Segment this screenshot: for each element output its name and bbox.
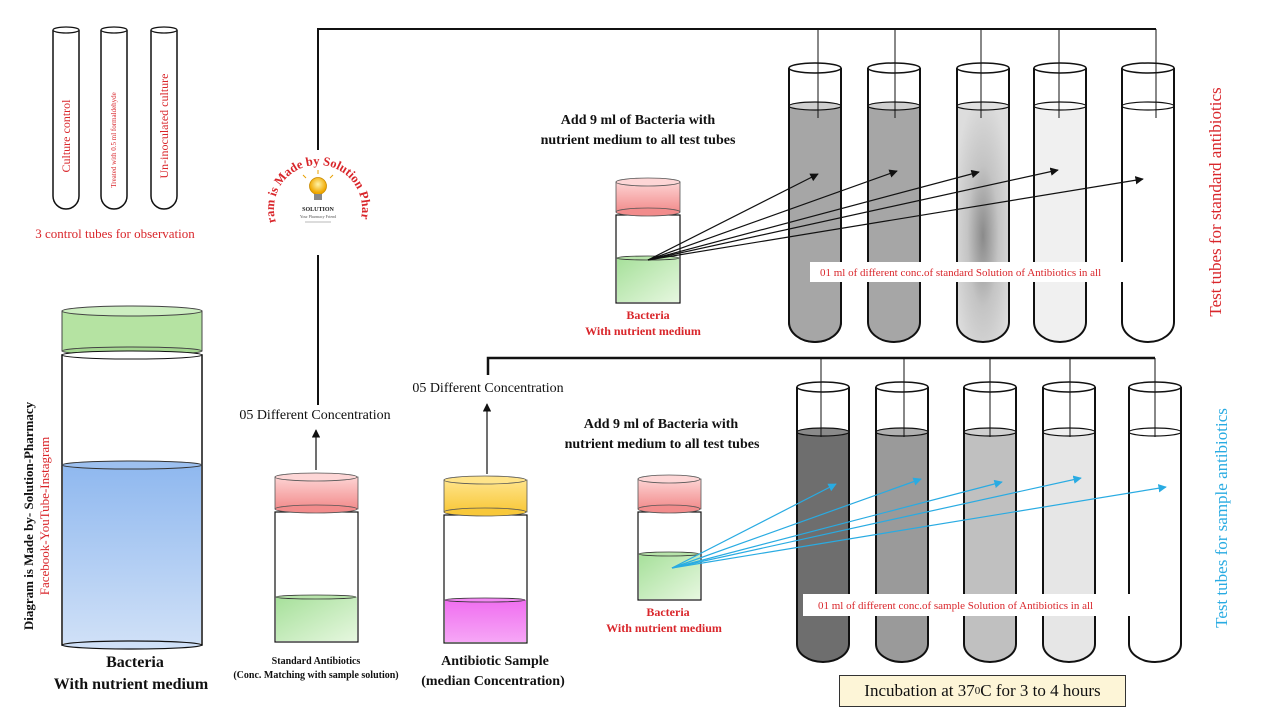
antibiotic-sample-vial [443,475,528,644]
upper-drop-lines-front [817,62,1157,118]
social-credit: Facebook-YouTube-Instagram [37,437,52,596]
upper-vial-label-2: With nutrient medium [585,324,701,338]
control-tube-1 [52,30,80,210]
control-tube-3-label: Un-inoculated culture [157,74,171,179]
control-tube-2-label: Treated with 0.5 ml formaldehyde [110,92,118,188]
upper-side-label: Test tubes for standard antibiotics [1206,87,1225,316]
upper-connector-lines [317,28,1156,405]
incubation-text-before: Incubation at 37 [864,681,975,700]
incubation-degree: 0 [974,685,981,697]
control-tube-3 [150,30,178,210]
control-tube-1-label: Culture control [59,99,73,173]
logo-brand: SOLUTION [302,207,334,213]
lower-tube-4 [1042,381,1096,663]
logo-tagline: Your Pharmacy Friend [300,214,336,219]
lower-bacteria-vial [637,474,702,601]
upper-tube-2 [867,62,921,343]
lower-side-label: Test tubes for sample antibiotics [1212,408,1231,628]
lower-arrows [671,475,1167,569]
lower-conc-note-bg [803,594,1158,616]
upper-tube-3 [956,62,1010,343]
lower-tube-1 [796,381,850,663]
beaker-label-1: Bacteria [106,654,164,671]
lower-vial-label-2: With nutrient medium [606,621,722,635]
lower-drop-lines-front [820,380,1156,437]
lower-add-text-2: nutrient medium to all test tubes [565,437,760,452]
upper-vial-label-1: Bacteria [626,308,669,322]
upper-add-text-2: nutrient medium to all test tubes [541,133,736,148]
lower-conc-note: 01 ml of different conc.of sample Soluti… [818,600,1093,612]
made-by-credit: Diagram is Made by- Solution-Pharmacy [21,401,36,630]
upper-conc-note-bg [810,262,1136,282]
standard-label-1: Standard Antibiotics [272,656,361,667]
lower-vial-label-1: Bacteria [646,605,689,619]
standard-label-2: (Conc. Matching with sample solution) [233,670,398,681]
lower-add-text-1: Add 9 ml of Bacteria with [584,417,739,432]
upper-arrows [647,167,1144,261]
upper-tube-5 [1121,62,1175,343]
sample-conc-label: 05 Different Concentration [412,381,563,396]
sample-label-1: Antibiotic Sample [441,654,549,669]
upper-conc-note: 01 ml of different conc.of standard Solu… [820,267,1101,279]
standard-conc-label: 05 Different Concentration [239,408,390,423]
lightbulb-icon [302,170,334,200]
standard-antibiotics-vial [274,472,359,643]
upper-tube-1 [788,62,842,343]
bacteria-beaker [61,305,203,650]
control-tube-2 [100,30,128,210]
lower-test-tubes [796,381,1182,663]
beaker-label-2: With nutrient medium [54,676,209,693]
sample-label-2: (median Concentration) [421,674,565,689]
upper-tube-4 [1033,62,1087,343]
upper-add-text-1: Add 9 ml of Bacteria with [561,113,716,128]
control-tubes: Culture control Treated with 0.5 ml form… [35,26,195,241]
upper-bacteria-vial [615,177,681,304]
upper-test-tubes [788,62,1175,343]
control-tubes-caption: 3 control tubes for observation [35,226,195,241]
incubation-text-after: C for 3 to 4 hours [980,681,1101,700]
